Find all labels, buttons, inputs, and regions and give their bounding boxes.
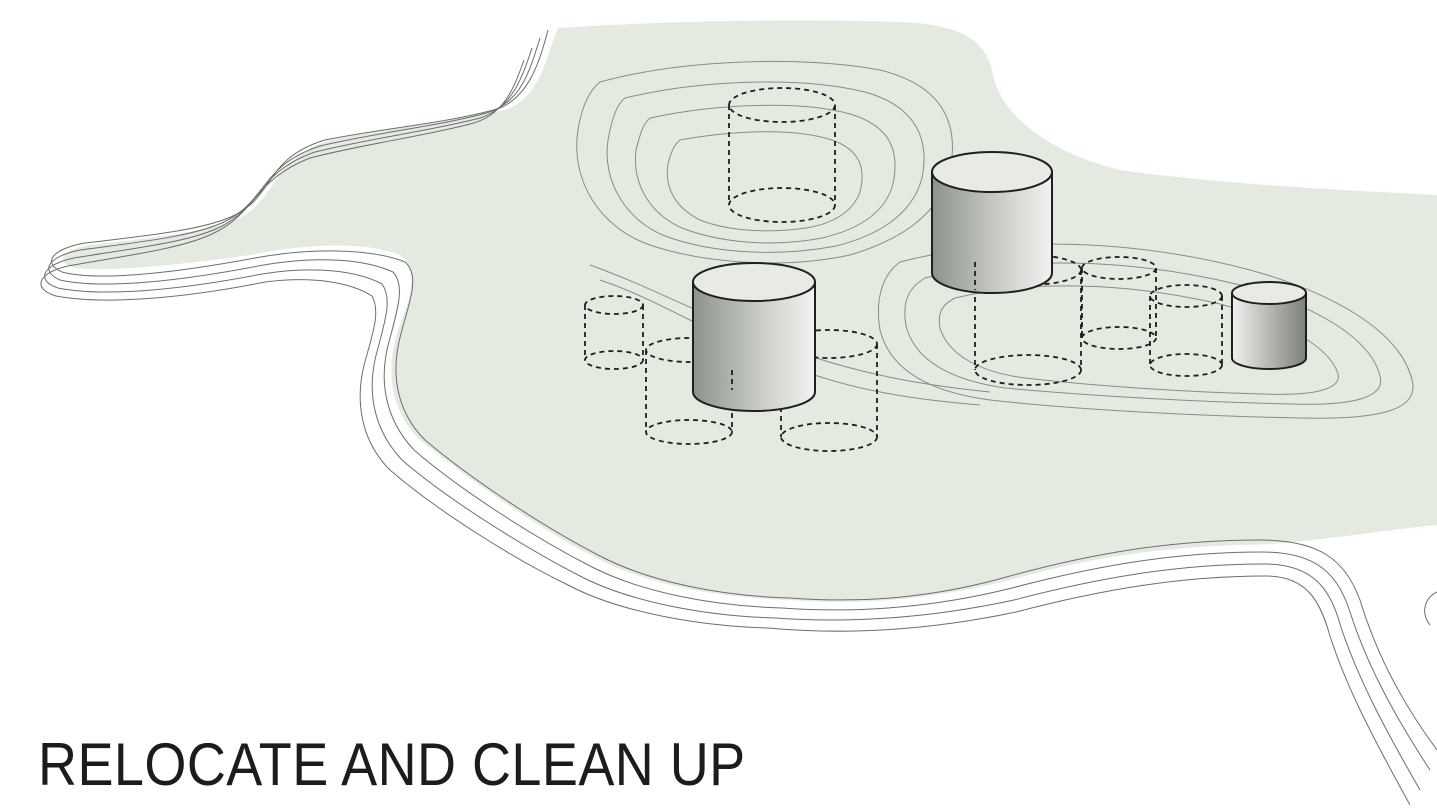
contour-line [44,47,776,619]
contour-line [51,29,791,599]
dashed-tank-east-middle [1081,256,1157,350]
inner-contour [666,131,863,232]
contour-line [40,59,769,629]
solid-tank-center-east [931,151,1053,294]
dashed-tank-east-small [1149,284,1223,377]
diagram-caption: RELOCATE AND CLEAN UP [38,731,746,798]
solid-tank-center-west [692,262,816,412]
contour-line [781,551,1431,771]
solid-tank-east-small [1231,281,1307,370]
inner-contour [576,60,953,264]
dashed-tank-north [728,87,836,223]
contour-line [767,575,1411,806]
inner-contour [877,243,1414,419]
inner-contour [904,262,1382,405]
contour-line [789,539,1437,751]
inner-contour [938,285,1339,395]
contour-line [48,37,783,609]
inner-contour [606,81,925,253]
inner-contour [634,104,896,244]
contour-line [774,563,1421,791]
dashed-tank-west-small [584,295,644,370]
contour-line [1424,591,1437,626]
